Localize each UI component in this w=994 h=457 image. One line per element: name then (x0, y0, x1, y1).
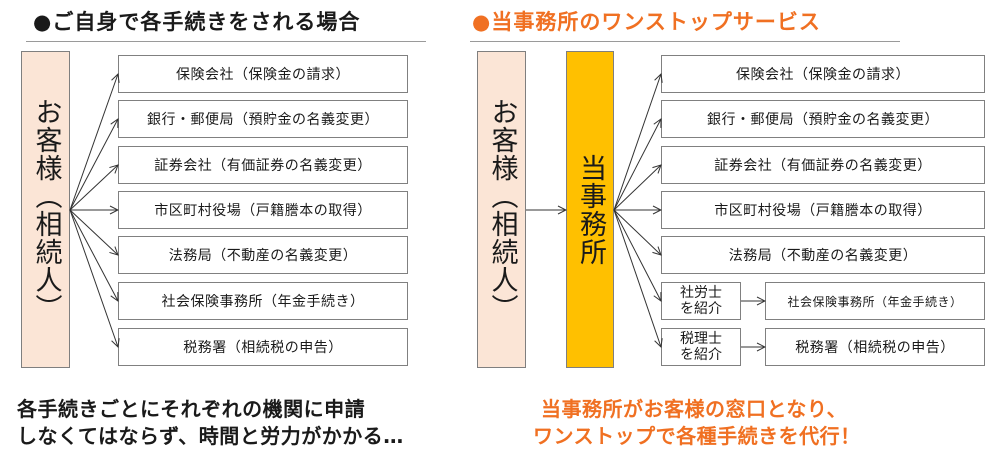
right-target-box: 市区町村役場（戸籍謄本の取得） (661, 191, 985, 229)
referral-target-label: 社会保険事務所（年金手続き） (787, 294, 963, 309)
right-target-label: 証券会社（有価証券の名義変更） (714, 158, 932, 174)
right-caption-line2: ワンストップで各種手続きを代行！ (533, 424, 861, 448)
right-target-box: 保険会社（保険金の請求） (661, 55, 985, 93)
left-customer-label: お客様︵相続人︶ (30, 97, 62, 322)
right-target-box: 法務局（不動産の名義変更） (661, 236, 985, 274)
right-heading: ●当事務所のワンストップサービス (472, 10, 821, 34)
right-heading-rule (470, 41, 900, 42)
left-target-box: 証券会社（有価証券の名義変更） (118, 146, 408, 184)
referral-intermediary-box: 税理士を紹介 (661, 328, 741, 366)
left-target-label: 保険会社（保険金の請求） (176, 67, 350, 83)
left-target-label: 税務署（相続税の申告） (183, 340, 343, 356)
left-target-label: 社会保険事務所（年金手続き） (161, 294, 365, 310)
referral-target-box: 社会保険事務所（年金手続き） (765, 282, 985, 320)
right-target-label: 保険会社（保険金の請求） (736, 67, 910, 83)
office-label: 当事務所 (575, 153, 606, 266)
left-customer-box: お客様︵相続人︶ (21, 51, 70, 368)
right-customer-label: お客様︵相続人︶ (486, 97, 518, 322)
left-target-box: 社会保険事務所（年金手続き） (118, 282, 408, 320)
left-target-box: 銀行・郵便局（預貯金の名義変更） (118, 100, 408, 138)
left-target-label: 市区町村役場（戸籍謄本の取得） (154, 203, 372, 219)
left-target-label: 証券会社（有価証券の名義変更） (154, 158, 372, 174)
referral-intermediary-line2: を紹介 (680, 347, 722, 363)
right-target-label: 銀行・郵便局（預貯金の名義変更） (707, 112, 939, 128)
left-target-box: 保険会社（保険金の請求） (118, 55, 408, 93)
referral-target-box: 税務署（相続税の申告） (765, 328, 985, 366)
left-target-box: 税務署（相続税の申告） (118, 328, 408, 366)
referral-intermediary-line2: を紹介 (680, 301, 722, 317)
left-heading-rule (26, 41, 426, 42)
referral-intermediary-line1: 税理士 (680, 331, 722, 347)
referral-target-label: 税務署（相続税の申告） (795, 340, 955, 356)
office-box: 当事務所 (566, 51, 614, 368)
referral-intermediary-line1: 社労士 (680, 285, 722, 301)
left-target-label: 法務局（不動産の名義変更） (168, 248, 358, 264)
right-target-box: 銀行・郵便局（預貯金の名義変更） (661, 100, 985, 138)
referral-intermediary-box: 社労士を紹介 (661, 282, 741, 320)
right-caption-line1: 当事務所がお客様の窓口となり、 (541, 397, 848, 421)
right-target-label: 法務局（不動産の名義変更） (728, 248, 918, 264)
left-caption-line1: 各手続きごとにそれぞれの機関に申請 (17, 397, 366, 421)
left-caption-line2: しなくてはならず、時間と労力がかかる… (17, 424, 404, 448)
right-customer-box: お客様︵相続人︶ (477, 51, 526, 368)
left-target-box: 市区町村役場（戸籍謄本の取得） (118, 191, 408, 229)
right-target-box: 証券会社（有価証券の名義変更） (661, 146, 985, 184)
left-target-label: 銀行・郵便局（預貯金の名義変更） (147, 112, 379, 128)
left-heading: ●ご自身で各手続きをされる場合 (33, 10, 361, 34)
right-target-label: 市区町村役場（戸籍謄本の取得） (714, 203, 932, 219)
